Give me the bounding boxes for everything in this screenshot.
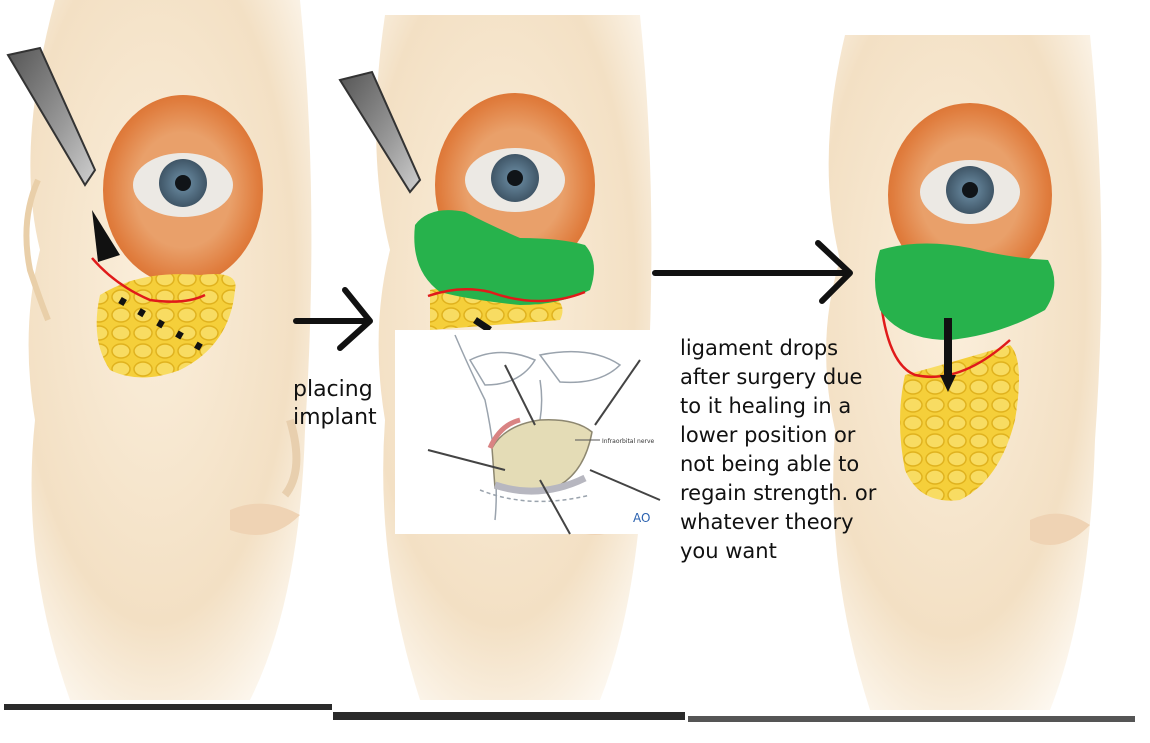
retractor (594, 359, 641, 426)
retractor (539, 479, 571, 535)
teeth-outline (479, 489, 591, 503)
incision-rim (487, 417, 521, 450)
caption-placing-implant: placing implant (293, 376, 403, 432)
suborbital-fat (900, 345, 1019, 501)
caption-line: lower position or (680, 423, 856, 447)
base-bar-1 (4, 704, 332, 710)
caption-line: ligament drops (680, 336, 839, 360)
caption-ligament-drops: ligament drops after surgery due to it h… (680, 334, 900, 566)
caption-line: after surgery due (680, 365, 863, 389)
caption-line: whatever theory (680, 510, 854, 534)
ligament-line (91, 257, 206, 303)
orbit-outline (538, 350, 622, 384)
base-bar-2 (333, 712, 685, 720)
suborbital-fat (96, 274, 236, 378)
lip-shape (230, 503, 300, 535)
arrow-small (293, 287, 373, 351)
ao-logo: AO (633, 511, 650, 525)
implant-block (414, 210, 594, 305)
nose-shade (281, 418, 301, 498)
retractor (427, 449, 506, 471)
caption-line: to it healing in a (680, 394, 852, 418)
skull-outline (454, 334, 497, 521)
pupil (175, 175, 191, 191)
pupil (962, 182, 978, 198)
caption-line: not being able to (680, 452, 860, 476)
nerve-label: Infraorbital nerve (602, 438, 655, 445)
implant-block (875, 243, 1055, 340)
caption-line: implant (293, 405, 377, 430)
retractor (504, 364, 536, 426)
panel-3-face (826, 35, 1102, 710)
ligament-line (880, 309, 1011, 379)
pupil (507, 170, 523, 186)
caption-line: placing (293, 377, 373, 402)
retractor (589, 469, 661, 501)
dissection-dots (473, 317, 492, 333)
drop-arrow (940, 318, 956, 392)
arrow-large (652, 240, 853, 304)
elevator-instrument (6, 46, 120, 262)
incision-rim (493, 474, 587, 495)
elevator-instrument (338, 70, 422, 194)
surgical-inset: Infraorbital nerve AO (395, 330, 672, 535)
caption-line: regain strength. or (680, 481, 877, 505)
lip-shape (1030, 513, 1090, 545)
ear-outline (23, 178, 51, 322)
caption-line: you want (680, 539, 777, 563)
orbit-outline (468, 351, 537, 386)
ligament-line (427, 288, 586, 303)
panel-1-face (6, 0, 312, 700)
dissection-dots (118, 296, 207, 354)
base-bar-3 (688, 716, 1135, 722)
